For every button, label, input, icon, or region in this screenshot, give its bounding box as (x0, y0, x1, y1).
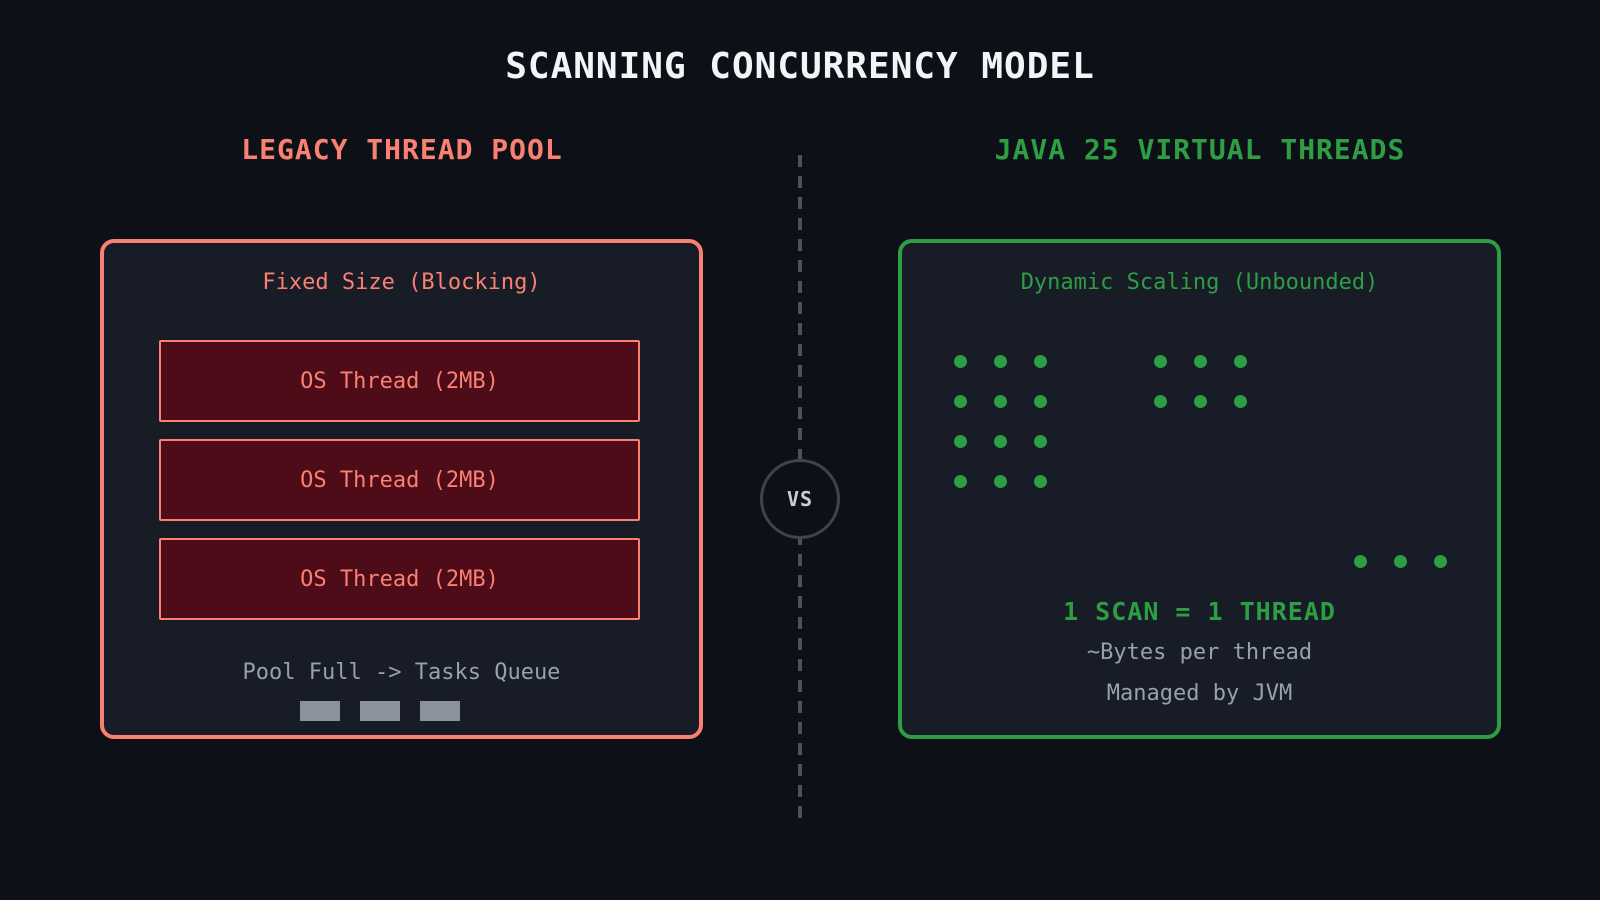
virtual-thread-dot (1354, 555, 1367, 568)
virtual-thread-dot (954, 435, 967, 448)
virtual-thread-dot (1034, 435, 1047, 448)
page-title: SCANNING CONCURRENCY MODEL (505, 46, 1095, 87)
vs-badge: VS (760, 459, 840, 539)
task-queue-row (300, 701, 460, 721)
legacy-column-heading: LEGACY THREAD POOL (241, 133, 563, 166)
virtual-threads-panel: Dynamic Scaling (Unbounded) 1 SCAN = 1 T… (898, 239, 1501, 739)
virtual-thread-dot (994, 475, 1007, 488)
virtual-thread-dot (994, 435, 1007, 448)
virtual-thread-dot (954, 475, 967, 488)
virtual-thread-dot (1034, 395, 1047, 408)
virtual-thread-dot (1154, 395, 1167, 408)
scan-thread-equation: 1 SCAN = 1 THREAD (1063, 597, 1336, 626)
virtual-thread-dot-grid (954, 355, 1047, 488)
virtual-thread-dot (1434, 555, 1447, 568)
virtual-panel-subtitle: Dynamic Scaling (Unbounded) (1020, 270, 1379, 295)
virtual-thread-dot (994, 395, 1007, 408)
managed-by-jvm-note: Managed by JVM (1106, 681, 1293, 706)
virtual-thread-dot (1194, 355, 1207, 368)
virtual-thread-dot-grid (1354, 555, 1447, 568)
legacy-thread-pool-panel: Fixed Size (Blocking) OS Thread (2MB) OS… (100, 239, 703, 739)
virtual-thread-dot (1234, 355, 1247, 368)
vs-badge-label: VS (786, 487, 814, 511)
virtual-thread-dot (1034, 475, 1047, 488)
virtual-thread-dot (994, 355, 1007, 368)
virtual-thread-dot (1234, 395, 1247, 408)
os-thread-box: OS Thread (2MB) (159, 538, 640, 620)
virtual-thread-dot (954, 395, 967, 408)
virtual-thread-dot (1394, 555, 1407, 568)
queued-task-block (360, 701, 400, 721)
virtual-column-heading: JAVA 25 VIRTUAL THREADS (994, 133, 1406, 166)
virtual-thread-dot-grid (1154, 355, 1247, 408)
virtual-thread-dot (954, 355, 967, 368)
queued-task-block (420, 701, 460, 721)
os-thread-box: OS Thread (2MB) (159, 340, 640, 422)
legacy-panel-subtitle: Fixed Size (Blocking) (262, 270, 541, 295)
queued-task-block (300, 701, 340, 721)
queue-note: Pool Full -> Tasks Queue (242, 660, 561, 685)
virtual-thread-dot (1194, 395, 1207, 408)
virtual-thread-dot (1034, 355, 1047, 368)
os-thread-box: OS Thread (2MB) (159, 439, 640, 521)
bytes-per-thread-note: ~Bytes per thread (1086, 640, 1313, 665)
virtual-thread-dot (1154, 355, 1167, 368)
